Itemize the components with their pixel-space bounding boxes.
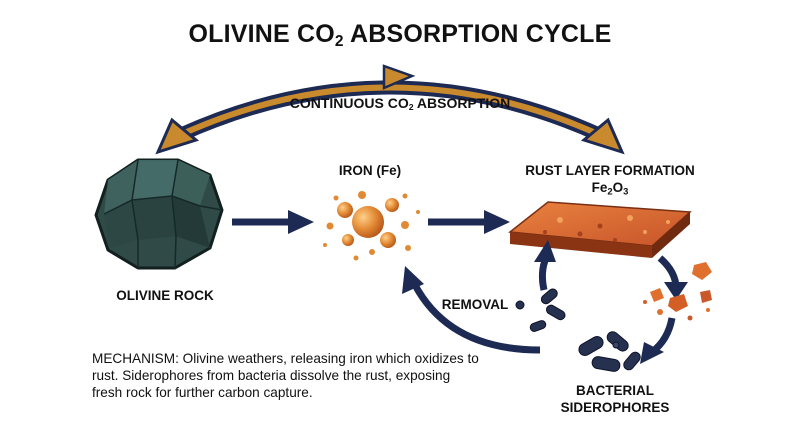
mechanism-description: MECHANISM: Olivine weathers, releasing i… [92, 351, 479, 400]
olivine-rock-illustration [94, 158, 224, 270]
cycle-arrowhead-right [580, 117, 625, 155]
iron-label: IRON (Fe) [338, 163, 402, 178]
bacteria-label-line2: SIDEROPHORES [560, 400, 670, 415]
cycle-label: CONTINUOUS CO2 ABSORPTION [289, 95, 511, 113]
cycle-arrowhead-left [155, 117, 200, 155]
rust-slab-illustration [508, 201, 692, 258]
olivine-rock-label: OLIVINE ROCK [116, 288, 214, 303]
iron-particles [323, 191, 420, 261]
arrow-iron-to-rust [428, 210, 510, 234]
arrow-bacteria-to-rust [534, 240, 556, 291]
rust-flakes [643, 262, 712, 321]
cycle-arrowhead-top [382, 64, 416, 90]
siderophore-particles [515, 288, 566, 332]
removal-arrow [402, 266, 541, 354]
cycle-arrow [155, 64, 625, 155]
arrow-rock-to-iron [232, 210, 314, 234]
removal-label: REMOVAL [441, 297, 509, 312]
rust-label: RUST LAYER FORMATION [525, 163, 695, 178]
bacteria-label-line1: BACTERIAL [576, 383, 654, 398]
arrow-rust-to-flakes [657, 255, 688, 300]
diagram-title: OLIVINE CO2 ABSORPTION CYCLE [188, 20, 612, 50]
arrow-flakes-to-bacteria [640, 317, 676, 364]
rust-formula: Fe2O3 [591, 180, 629, 198]
bacteria-illustration [578, 331, 641, 372]
